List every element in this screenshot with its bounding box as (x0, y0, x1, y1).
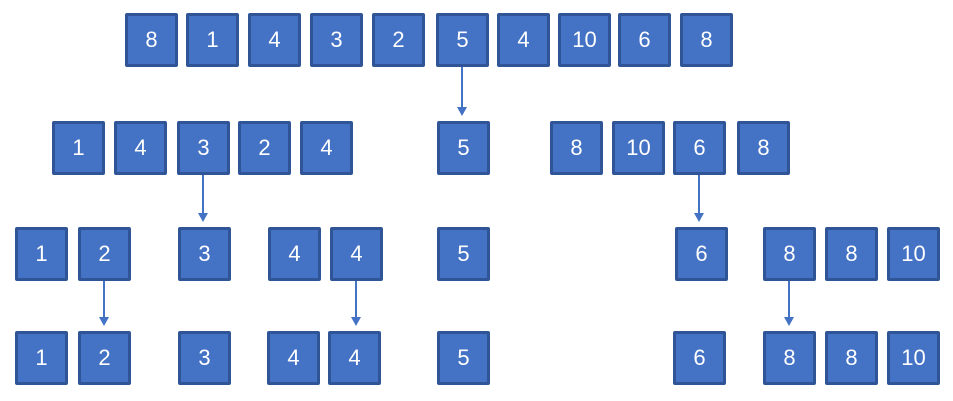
number-box: 10 (558, 13, 611, 67)
number-box: 10 (887, 331, 940, 385)
number-box: 4 (330, 227, 383, 281)
number-box: 10 (887, 227, 940, 281)
down-arrow-head (784, 317, 794, 326)
number-box: 6 (673, 331, 726, 385)
number-box: 8 (763, 227, 816, 281)
number-box: 5 (436, 13, 489, 67)
number-box: 4 (268, 227, 321, 281)
number-box: 6 (673, 121, 726, 175)
number-box: 4 (114, 121, 167, 175)
number-box: 5 (437, 227, 490, 281)
number-box: 8 (825, 331, 878, 385)
number-box: 4 (267, 331, 320, 385)
number-box: 2 (238, 121, 291, 175)
down-arrow (788, 281, 790, 317)
number-box: 8 (825, 227, 878, 281)
number-box: 1 (15, 331, 68, 385)
number-box: 2 (78, 227, 131, 281)
number-box: 6 (675, 227, 728, 281)
down-arrow (698, 175, 700, 213)
down-arrow (461, 67, 463, 107)
number-box: 8 (763, 331, 816, 385)
number-box: 8 (125, 13, 178, 67)
number-box: 8 (550, 121, 603, 175)
number-box: 4 (497, 13, 550, 67)
down-arrow (355, 281, 357, 317)
number-box: 4 (328, 331, 381, 385)
number-box: 2 (372, 13, 425, 67)
number-box: 8 (737, 121, 790, 175)
number-box: 3 (178, 331, 231, 385)
number-box: 5 (437, 121, 490, 175)
number-box: 1 (186, 13, 239, 67)
down-arrow (202, 175, 204, 213)
down-arrow-head (351, 317, 361, 326)
down-arrow-head (457, 107, 467, 116)
number-box: 6 (618, 13, 671, 67)
down-arrow-head (198, 213, 208, 222)
down-arrow-head (99, 317, 109, 326)
number-box: 3 (177, 121, 230, 175)
number-box: 4 (248, 13, 301, 67)
number-box: 3 (310, 13, 363, 67)
number-box: 1 (15, 227, 68, 281)
number-box: 4 (300, 121, 353, 175)
number-box: 5 (437, 331, 490, 385)
down-arrow-head (694, 213, 704, 222)
down-arrow (103, 281, 105, 317)
number-box: 10 (612, 121, 665, 175)
number-box: 1 (52, 121, 105, 175)
number-box: 3 (178, 227, 231, 281)
number-box: 8 (680, 13, 733, 67)
number-box: 2 (78, 331, 131, 385)
